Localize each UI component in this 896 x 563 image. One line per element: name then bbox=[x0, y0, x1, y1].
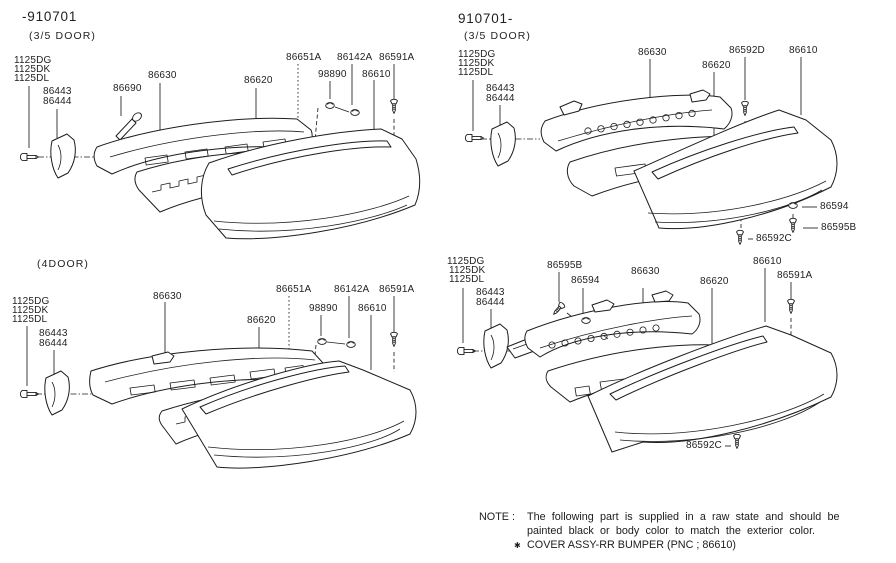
part-number-label: 86592C bbox=[686, 440, 722, 451]
panel-subtitle-bottom-left: (4DOOR) bbox=[37, 258, 90, 270]
part-number-label: 86443 bbox=[476, 287, 505, 298]
note-block: NOTE : The following part is supplied in… bbox=[479, 510, 889, 553]
bottom-left-diagram bbox=[19, 296, 417, 469]
panel-subtitle-top-left: (3/5 DOOR) bbox=[29, 30, 97, 42]
part-number-label: 86651A bbox=[286, 52, 322, 63]
note-line-1: The following part is supplied in a raw … bbox=[527, 511, 840, 523]
top-right-diagram bbox=[464, 57, 838, 245]
part-number-label: 86444 bbox=[39, 338, 68, 349]
part-number-label: 86651A bbox=[276, 284, 312, 295]
part-number-label: 1125DG bbox=[447, 256, 485, 267]
part-number-label: 1125DK bbox=[12, 305, 49, 316]
part-number-label: 1125DL bbox=[12, 314, 48, 325]
part-number-label: 1125DL bbox=[14, 73, 50, 84]
side-bracket-art bbox=[490, 121, 516, 167]
part-number-label: 86443 bbox=[486, 83, 515, 94]
note-line-2: painted black or body color to match the… bbox=[527, 525, 816, 537]
bumper-cover-art bbox=[181, 360, 417, 469]
panel-title-top-right: 910701- bbox=[458, 11, 514, 26]
bottom-right-diagram bbox=[456, 268, 838, 453]
note-label: NOTE : bbox=[479, 511, 515, 523]
part-number-label: 1125DK bbox=[458, 58, 495, 69]
part-number-label: 86591A bbox=[777, 270, 813, 281]
part-number-label: 86620 bbox=[244, 75, 273, 86]
note-line-3: COVER ASSY-RR BUMPER (PNC ; 86610) bbox=[527, 539, 737, 551]
part-number-label: 86591A bbox=[379, 284, 415, 295]
part-number-label: 86444 bbox=[486, 93, 515, 104]
part-number-label: 86690 bbox=[113, 83, 142, 94]
part-number-label: 98890 bbox=[318, 69, 347, 80]
stay-86690-art bbox=[115, 118, 137, 141]
side-bracket-art bbox=[483, 323, 509, 369]
part-number-label: 1125DG bbox=[12, 296, 50, 307]
part-number-label: 1125DK bbox=[449, 265, 486, 276]
part-number-label: 98890 bbox=[309, 303, 338, 314]
part-number-label: 86630 bbox=[631, 266, 660, 277]
part-number-label: 86142A bbox=[337, 52, 373, 63]
bumper-cover-art bbox=[633, 109, 838, 230]
asterisk-icon: ✱ bbox=[514, 541, 521, 550]
panel-subtitle-top-right: (3/5 DOOR) bbox=[464, 30, 532, 42]
part-number-label: 86620 bbox=[247, 315, 276, 326]
part-number-label: 86630 bbox=[638, 47, 667, 58]
part-number-label: 86595B bbox=[821, 222, 857, 233]
top-left-diagram bbox=[19, 64, 421, 240]
part-number-label: 1125DL bbox=[458, 67, 494, 78]
part-number-label: 1125DK bbox=[14, 64, 51, 75]
absorber-art bbox=[524, 301, 701, 358]
bumper-cover-art bbox=[201, 128, 421, 240]
part-number-label: 86592D bbox=[729, 45, 765, 56]
part-number-label: 86630 bbox=[148, 70, 177, 81]
side-bracket-art bbox=[44, 370, 70, 416]
panel-title-top-left: -910701 bbox=[22, 9, 78, 24]
part-number-label: 86591A bbox=[379, 52, 415, 63]
part-number-label: 86444 bbox=[476, 297, 505, 308]
part-number-label: 86610 bbox=[358, 303, 387, 314]
part-number-label: 86610 bbox=[753, 256, 782, 267]
part-number-label: 86630 bbox=[153, 291, 182, 302]
part-number-label: 86610 bbox=[789, 45, 818, 56]
part-number-label: 86610 bbox=[362, 69, 391, 80]
part-number-label: 86443 bbox=[39, 328, 68, 339]
part-number-label: 86444 bbox=[43, 96, 72, 107]
part-number-label: 86620 bbox=[700, 276, 729, 287]
part-number-label: 86620 bbox=[702, 60, 731, 71]
part-number-label: 86443 bbox=[43, 86, 72, 97]
part-number-label: 1125DL bbox=[449, 274, 485, 285]
part-number-label: 1125DG bbox=[14, 55, 52, 66]
part-number-label: 86142A bbox=[334, 284, 370, 295]
part-number-label: 86592C bbox=[756, 233, 792, 244]
side-bracket-art bbox=[50, 133, 76, 179]
part-number-label: 1125DG bbox=[458, 49, 496, 60]
part-number-label: 86594 bbox=[571, 275, 600, 286]
part-number-label: 86594 bbox=[820, 201, 849, 212]
part-number-label: 86595B bbox=[547, 260, 583, 271]
